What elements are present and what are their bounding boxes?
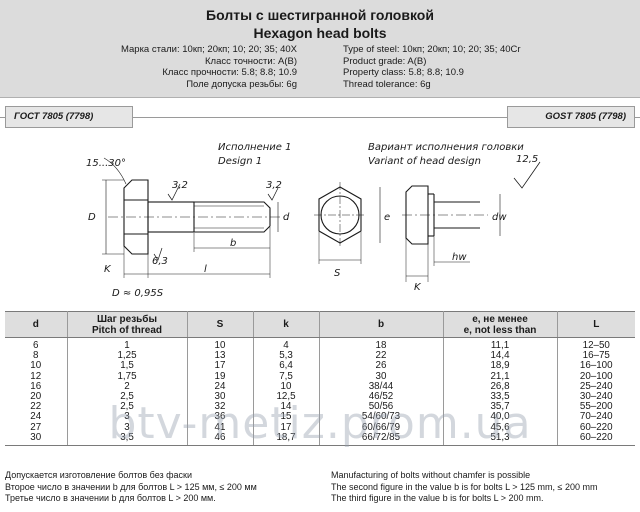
bolt-drawing-svg: 15...30° D d K l b 3,2 3,2 6,3 12,5 Испо… (86, 142, 541, 299)
roughness-mark (153, 247, 163, 261)
standard-label-ru: ГОСТ 7805 (7798) (5, 106, 133, 128)
head-diameter-formula: D ≈ 0,95S (112, 288, 164, 299)
notes-en: Manufacturing of bolts without chamfer i… (331, 470, 598, 505)
notes-ru: Допускается изготовление болтов без фаск… (5, 470, 257, 505)
variant-ru-label: Вариант исполнения головки (368, 142, 524, 153)
roughness-symbol (513, 161, 541, 189)
prop-en-tolerance: Thread tolerance: 6g (343, 78, 431, 90)
header-b: b (319, 311, 444, 338)
prop-en-steel: Type of steel: 10кп; 20кп; 10; 20; 35; 4… (343, 44, 521, 55)
header-k: k (253, 311, 320, 338)
roughness-label-2: 3,2 (266, 180, 282, 191)
dim-d-label: d (283, 212, 290, 223)
dim-dw-label: dw (492, 212, 507, 223)
design-ru-label: Исполнение 1 (218, 142, 291, 153)
prop-ru-steel: Марка стали: 10кп; 20кп; 10; 20; 35; 40Х (120, 44, 297, 55)
roughness-label-3: 6,3 (152, 256, 168, 267)
note-en-1: Manufacturing of bolts without chamfer i… (331, 470, 531, 480)
note-ru-3: Третье число в значении b для болтов L >… (5, 493, 216, 503)
properties-en: Type of steel: 10кп; 20кп; 10; 20; 35; 4… (343, 44, 521, 90)
title-ru: Болты с шестигранной головкой (206, 7, 434, 23)
header-d: d (5, 311, 68, 338)
prop-en-grade: Product grade: A(B) (343, 55, 427, 67)
variant-en-label: Variant of head design (368, 156, 481, 167)
roughness-mark (167, 183, 181, 201)
note-ru-1: Допускается изготовление болтов без фаск… (5, 470, 193, 480)
prop-en-class: Property class: 5.8; 8.8; 10.9 (343, 67, 464, 79)
note-ru-2: Второе число в значении b для болтов L >… (5, 481, 257, 492)
design-en-label: Design 1 (218, 156, 262, 167)
roughness-label-4: 12,5 (516, 154, 538, 165)
header-s: S (187, 311, 254, 338)
variant-shank (434, 201, 480, 229)
dim-k-label: K (104, 264, 112, 275)
prop-ru-tolerance: Поле допуска резьбы: 6g (186, 78, 297, 90)
dim-k-variant-label: K (414, 282, 422, 293)
dim-l-label: l (204, 264, 207, 275)
note-en-2: The second figure in the value b is for … (331, 481, 598, 492)
header-panel: Болты с шестигранной головкой Hexagon he… (0, 0, 640, 98)
dim-s-label: S (334, 268, 341, 279)
dim-d-big-label: D (88, 212, 96, 223)
roughness-label-1: 3,2 (172, 180, 188, 191)
properties-ru: Марка стали: 10кп; 20кп; 10; 20; 35; 40Х… (121, 44, 297, 90)
standard-band: ГОСТ 7805 (7798) GOST 7805 (7798) (0, 106, 640, 130)
roughness-mark (267, 187, 279, 201)
prop-ru-class: Класс прочности: 5.8; 8.8; 10.9 (162, 67, 297, 79)
dim-b-label: b (230, 238, 236, 249)
title-en: Hexagon head bolts (253, 25, 387, 41)
chamfer-angle-arc (103, 157, 127, 185)
standard-divider (0, 117, 640, 118)
standard-label-en: GOST 7805 (7798) (507, 106, 635, 128)
header-l: L (557, 311, 635, 338)
dim-hw-label: hw (452, 252, 467, 263)
angle-label: 15...30° (86, 158, 126, 169)
dim-e-label: e (384, 212, 390, 223)
prop-ru-grade: Класс точности: A(B) (205, 55, 297, 67)
bolt-drawing: 15...30° D d K l b 3,2 3,2 6,3 12,5 Испо… (0, 136, 640, 306)
note-en-3: The third figure in the value b is for b… (331, 493, 544, 503)
